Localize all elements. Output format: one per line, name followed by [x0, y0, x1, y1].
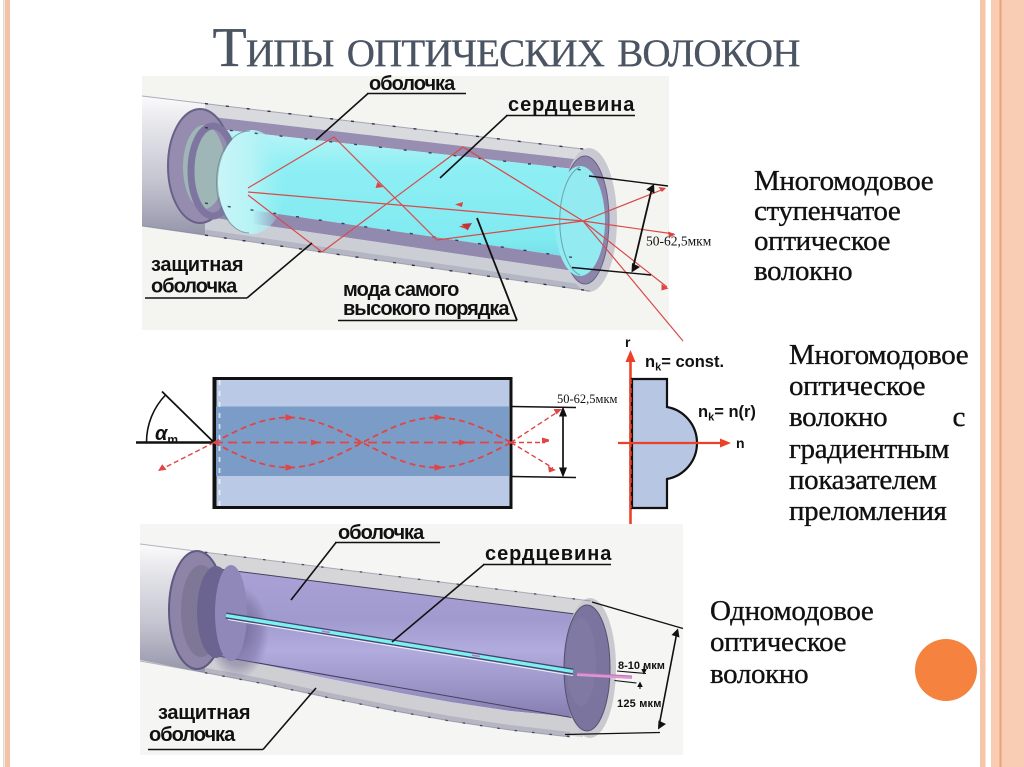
svg-text:αm: αm [155, 423, 178, 447]
svg-text:оболочка: оболочка [338, 522, 425, 544]
svg-text:мода самого: мода самого [343, 279, 459, 301]
svg-text:50-62,5мкм: 50-62,5мкм [557, 392, 618, 406]
svg-text:nk= n(r): nk= n(r) [698, 403, 756, 424]
svg-text:сердцевина: сердцевина [508, 94, 635, 116]
svg-text:оболочка: оболочка [149, 724, 236, 746]
svg-text:nk= const.: nk= const. [645, 353, 724, 374]
svg-text:высокого порядка: высокого порядка [343, 298, 510, 320]
svg-text:50-62,5мкм: 50-62,5мкм [646, 234, 712, 249]
svg-text:r: r [625, 334, 631, 350]
svg-text:защитная: защитная [151, 254, 243, 276]
svg-text:оболочка: оболочка [369, 73, 456, 95]
svg-text:сердцевина: сердцевина [485, 543, 612, 565]
svg-text:8-10 мкм: 8-10 мкм [618, 660, 665, 672]
svg-text:n: n [736, 435, 745, 451]
svg-text:оболочка: оболочка [151, 276, 238, 298]
svg-text:125 мкм: 125 мкм [617, 698, 662, 710]
svg-text:защитная: защитная [158, 702, 250, 724]
